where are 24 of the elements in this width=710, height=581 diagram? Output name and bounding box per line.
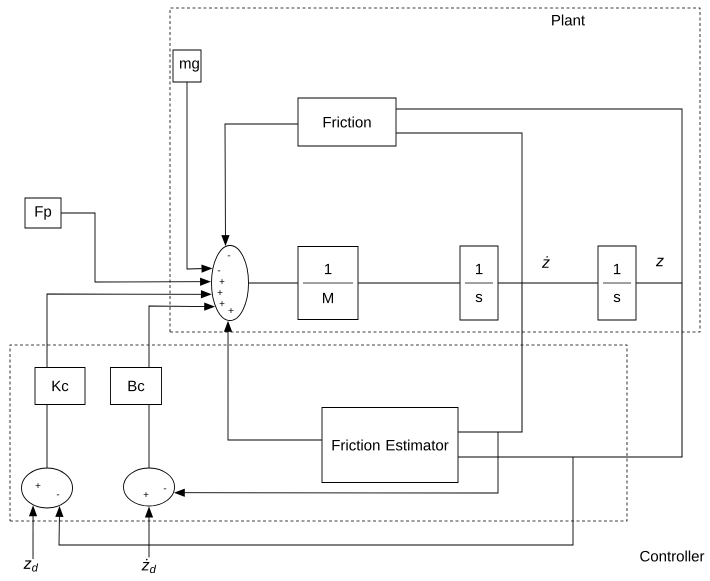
connector xyxy=(55,282,682,546)
connector xyxy=(396,132,522,284)
connector xyxy=(358,282,460,284)
connector xyxy=(148,404,150,468)
block: Friction Estimator xyxy=(322,407,458,483)
block: Fp xyxy=(24,198,62,228)
signal-label: ż xyxy=(542,256,550,268)
block: Bc xyxy=(110,367,162,405)
signal-label: z xyxy=(656,258,664,266)
summing-junction: - - + + + + xyxy=(211,245,249,321)
node-label: Controller xyxy=(640,550,704,562)
connector xyxy=(248,282,298,284)
block: Friction xyxy=(298,98,396,146)
summing-junction: + - xyxy=(21,468,73,508)
block: Kc xyxy=(34,367,86,405)
input-label: ż$_{d}$ xyxy=(142,558,156,574)
connector xyxy=(46,404,48,468)
transfer-block: 1 M xyxy=(298,246,358,320)
transfer-block: 1 s xyxy=(598,246,636,320)
connector xyxy=(396,108,682,284)
block: mg xyxy=(172,50,202,82)
input-label: z$_{d}$ xyxy=(24,560,38,572)
transfer-block: 1 s xyxy=(460,246,498,320)
summing-junction: + - xyxy=(123,468,175,506)
